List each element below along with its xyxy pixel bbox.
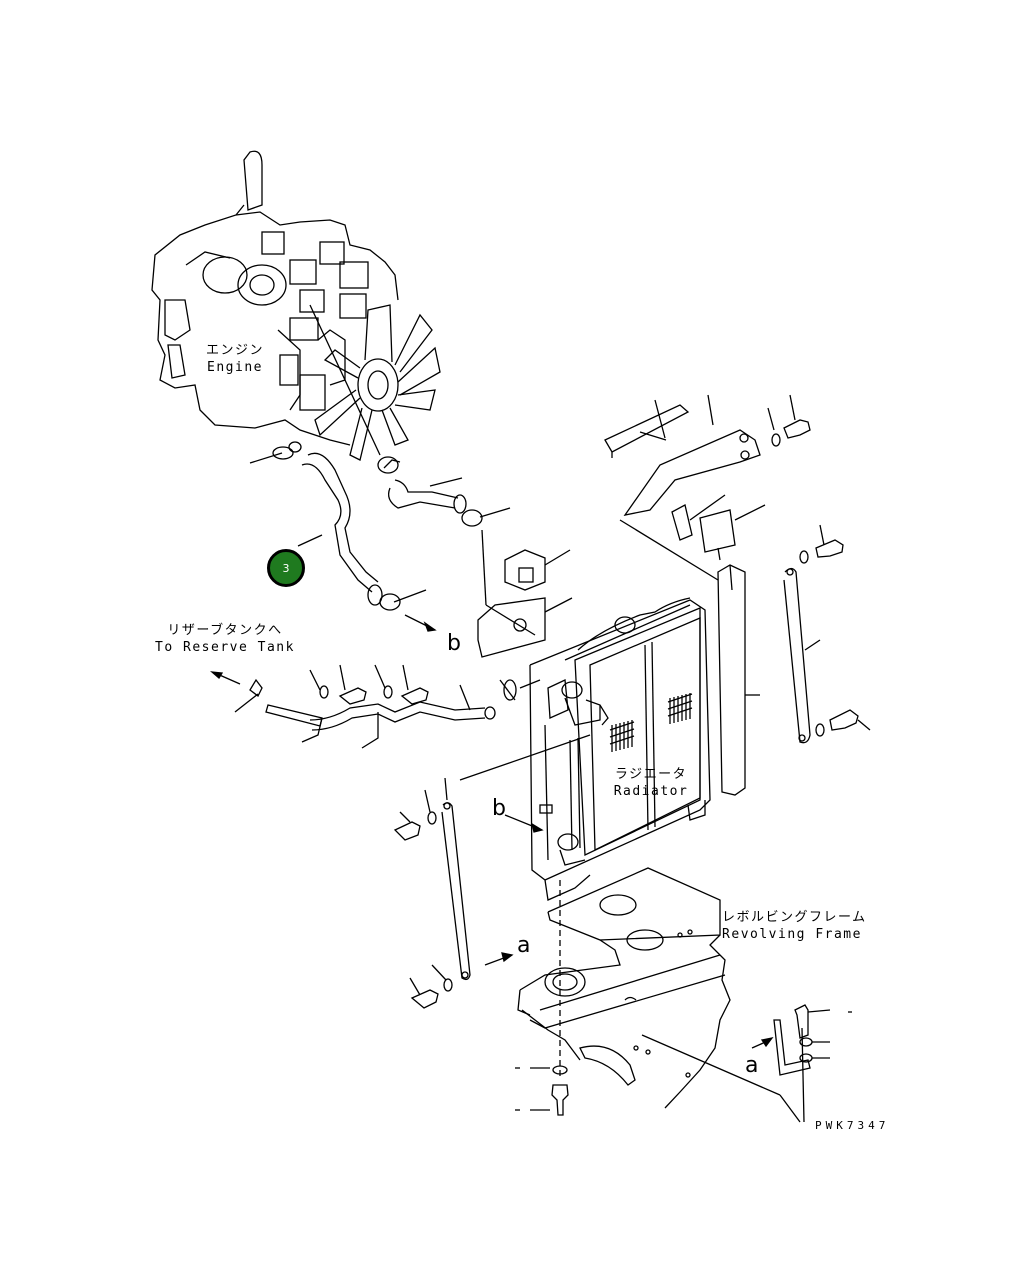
ref-letter-b-side: b [492, 796, 506, 821]
ref-letter-a-bottom: a [745, 1053, 759, 1078]
upper-hose [249, 441, 427, 611]
drain-plug [515, 880, 569, 1116]
radiator-label-jp: ラジエータ [614, 767, 688, 782]
radiator-hose [377, 456, 536, 636]
reserve-tank-label-en: To Reserve Tank [155, 640, 295, 655]
engine-label-en: Engine [207, 360, 263, 375]
arrow-b-side [504, 814, 544, 833]
engine-label-jp: エンジン [205, 343, 264, 358]
drawing-code: PWK7347 [815, 1119, 890, 1132]
reserve-tank-label-jp: リザーブタンクへ [167, 623, 283, 638]
arrow-b-top [404, 614, 437, 632]
bracket-a [751, 1004, 852, 1123]
reserve-tank-hose [210, 664, 541, 749]
engine-assembly [151, 150, 399, 446]
revolving-frame [517, 867, 801, 1123]
radiator-core [459, 597, 711, 901]
revolving-frame-label-jp: レボルビングフレーム [722, 910, 867, 925]
ref-letter-a-side: a [517, 933, 531, 958]
revolving-frame-label-en: Revolving Frame [722, 927, 862, 942]
side-seal [717, 564, 760, 796]
shroud-parts [477, 549, 573, 658]
left-stay [393, 777, 514, 1009]
ref-letter-b-top: b [447, 631, 461, 656]
top-bracket [604, 394, 811, 581]
cooling-fan [309, 304, 441, 461]
callout-badge-3[interactable]: 3 [267, 549, 305, 587]
right-stay [783, 524, 871, 744]
radiator-label-en: Radiator [613, 784, 689, 799]
